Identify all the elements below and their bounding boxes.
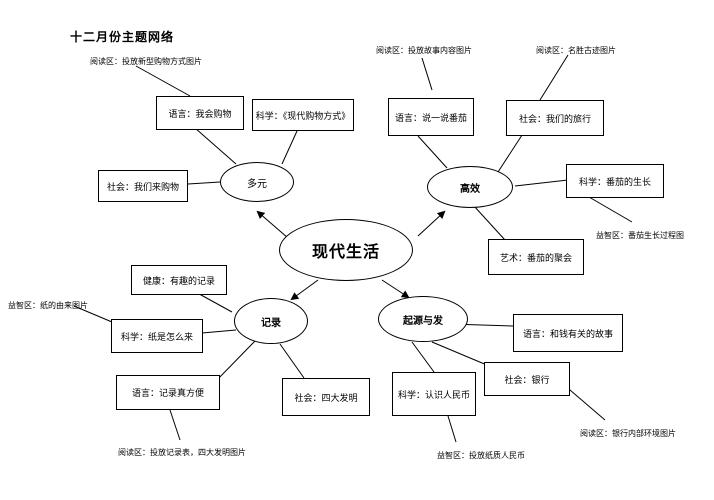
box-kexue-shengzhang: 科学：番茄的生长 — [566, 164, 664, 198]
branch-gaoxiao: 高效 — [427, 166, 513, 208]
box-kexue-renminbi: 科学：认识人民币 — [392, 372, 476, 416]
box-yuyan-jilu: 语言：记录真方便 — [116, 375, 220, 410]
box-shehui-faming: 社会：四大发明 — [282, 378, 370, 416]
note-reading-records: 阅读区：投放记录表，四大发明图片 — [118, 448, 246, 457]
note-reading-story: 阅读区：投放故事内容图片 — [376, 46, 472, 55]
note-puzzle-tomato: 益智区：番茄生长过程图 — [596, 231, 684, 240]
box-shehui-gouwu: 社会：我们来购物 — [98, 170, 188, 202]
note-puzzle-paper: 益智区：纸的由来图片 — [8, 301, 88, 310]
note-reading-scenic: 阅读区：名胜古迹图片 — [536, 46, 616, 55]
box-shehui-yinhang: 社会：银行 — [484, 362, 570, 396]
page-title: 十二月份主题网络 — [70, 30, 175, 44]
box-yishu-juhui: 艺术：番茄的聚会 — [488, 239, 584, 275]
box-kexue-zhi: 科学：纸是怎么来 — [111, 319, 203, 353]
box-kexue-gouwu: 科学：《现代购物方式》 — [252, 99, 354, 131]
note-puzzle-rmb: 益智区：投放纸质人民币 — [437, 451, 525, 460]
box-jiankang-jilu: 健康：有趣的记录 — [131, 265, 227, 295]
note-reading-shopping: 阅读区：投放新型购物方式图片 — [90, 57, 202, 66]
box-yuyan-fanqie: 语言：说一说番茄 — [388, 98, 474, 136]
branch-jilu: 记录 — [234, 298, 308, 344]
note-reading-bank: 阅读区：银行内部环境图片 — [580, 429, 676, 438]
branch-qiyuan: 起源与发 — [378, 296, 468, 342]
box-shehui-lvxing: 社会：我们的旅行 — [506, 100, 604, 136]
box-yuyan-gouwu: 语言：我会购物 — [156, 96, 244, 130]
center-node: 现代生活 — [279, 219, 413, 281]
box-yuyan-qian: 语言：和钱有关的故事 — [513, 314, 623, 352]
branch-duoyuan: 多元 — [220, 162, 294, 202]
